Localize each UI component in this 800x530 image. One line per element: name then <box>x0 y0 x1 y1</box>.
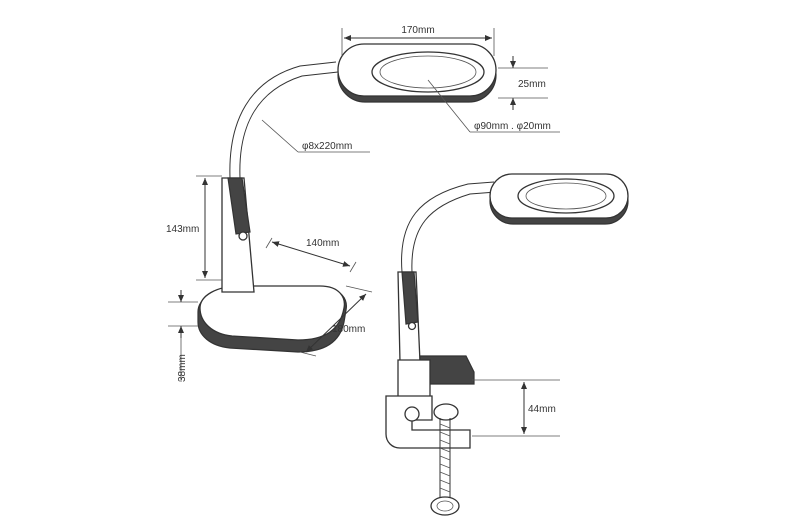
desk-lamp: 170mm 25mm φ90mm . φ20mm φ8x220mm 143mm <box>166 25 560 382</box>
lamp-stand <box>221 177 255 293</box>
dim-arm: φ8x220mm <box>261 119 370 153</box>
label-base-depth: 180mm <box>332 324 365 335</box>
label-base-height: 38mm <box>177 354 188 382</box>
dim-clamp-opening: 44mm <box>472 379 560 437</box>
lamp-head <box>337 43 497 103</box>
label-head-width: 170mm <box>401 25 434 36</box>
dim-base-width: 140mm <box>265 237 357 273</box>
gooseneck-arm <box>229 61 339 179</box>
label-lens: φ90mm . φ20mm <box>474 121 551 132</box>
label-arm: φ8x220mm <box>302 141 352 152</box>
clamp-lamp-head <box>489 173 629 225</box>
dim-base-height: 38mm <box>168 290 198 382</box>
dim-stand-height: 143mm <box>166 175 222 281</box>
dim-head-height: 25mm <box>498 56 548 110</box>
label-head-height: 25mm <box>518 79 546 90</box>
dim-head-width: 170mm <box>341 25 495 56</box>
clamp-lamp: 44mm <box>385 173 629 516</box>
clamp-screw <box>430 418 460 516</box>
clamp-top-jaw <box>397 355 475 401</box>
label-stand-height: 143mm <box>166 224 199 235</box>
label-base-width: 140mm <box>306 238 339 249</box>
label-clamp-opening: 44mm <box>528 404 556 415</box>
dim-base-depth: 180mm <box>299 285 373 357</box>
clamp-frame <box>385 395 471 449</box>
clamp-gooseneck <box>401 181 497 273</box>
dim-lens: φ90mm . φ20mm <box>427 79 560 133</box>
lamp-base <box>197 285 347 353</box>
clamp-stand <box>397 271 421 363</box>
